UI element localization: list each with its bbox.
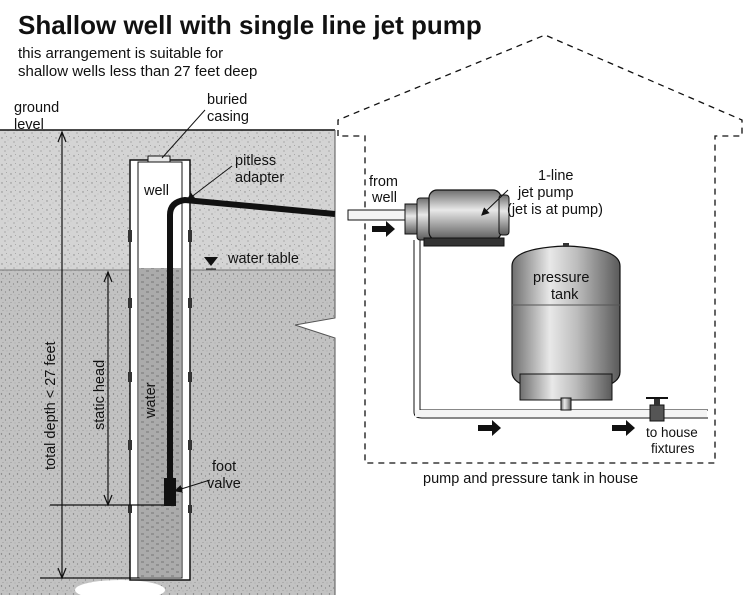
subtitle-line-2: shallow wells less than 27 feet deep [18,63,257,80]
bottom-blob [75,580,165,600]
static-head-label: static head [92,360,108,430]
from-well-label-1: from [369,174,398,190]
total-depth-dimension [40,130,140,580]
foot-valve-label-2: valve [207,476,241,492]
gate-valve [646,397,668,422]
buried-casing-label-1: buried [207,92,247,108]
to-house-label-1: to house [646,425,698,440]
discharge-pipe-fill [415,410,707,417]
pressure-tank-label-2: tank [551,287,579,303]
jet-pump-label-3: (jet is at pump) [507,202,603,218]
flow-arrow-mid [478,420,501,436]
flow-arrow-in [372,221,395,237]
intake-pipe [347,209,409,221]
subtitle-line-1: this arrangement is suitable for [18,45,223,62]
jet-pump-label-1: 1-line [538,168,573,184]
foot-valve-label-1: foot [212,459,236,475]
to-house-label-2: fixtures [651,441,695,456]
buried-casing-label-2: casing [207,109,249,125]
well-label: well [143,183,169,199]
static-head-dimension [50,270,170,507]
from-well-label-2: well [371,190,397,206]
pitless-adapter-label-1: pitless [235,153,276,169]
ground-level-label-1: ground [14,100,59,116]
page-title: Shallow well with single line jet pump [18,10,482,40]
pitless-leader [186,165,233,201]
soil-edge [294,130,336,595]
jet-pump-leader [481,189,509,216]
drop-pipe [167,196,336,480]
pitless-adapter-label-2: adapter [235,170,284,186]
total-depth-label: total depth < 27 feet [43,341,59,470]
pressure-tank-label-1: pressure [533,270,589,286]
buried-casing-leader [161,109,206,159]
flow-arrow-out [612,420,635,436]
foot-valve-leader [174,479,211,493]
jet-pump-label-2: jet pump [517,185,574,201]
foot-valve [164,478,176,506]
ground-level-label-2: level [14,117,44,133]
well-water [139,268,181,577]
house-caption: pump and pressure tank in house [423,471,638,487]
casing-couplings [128,230,192,513]
jet-pump [404,189,510,247]
water-table-icon [204,257,218,266]
pressure-tank [511,243,621,411]
water-label: water [143,382,159,419]
well-cap [147,155,171,163]
water-table-label: water table [227,251,299,267]
